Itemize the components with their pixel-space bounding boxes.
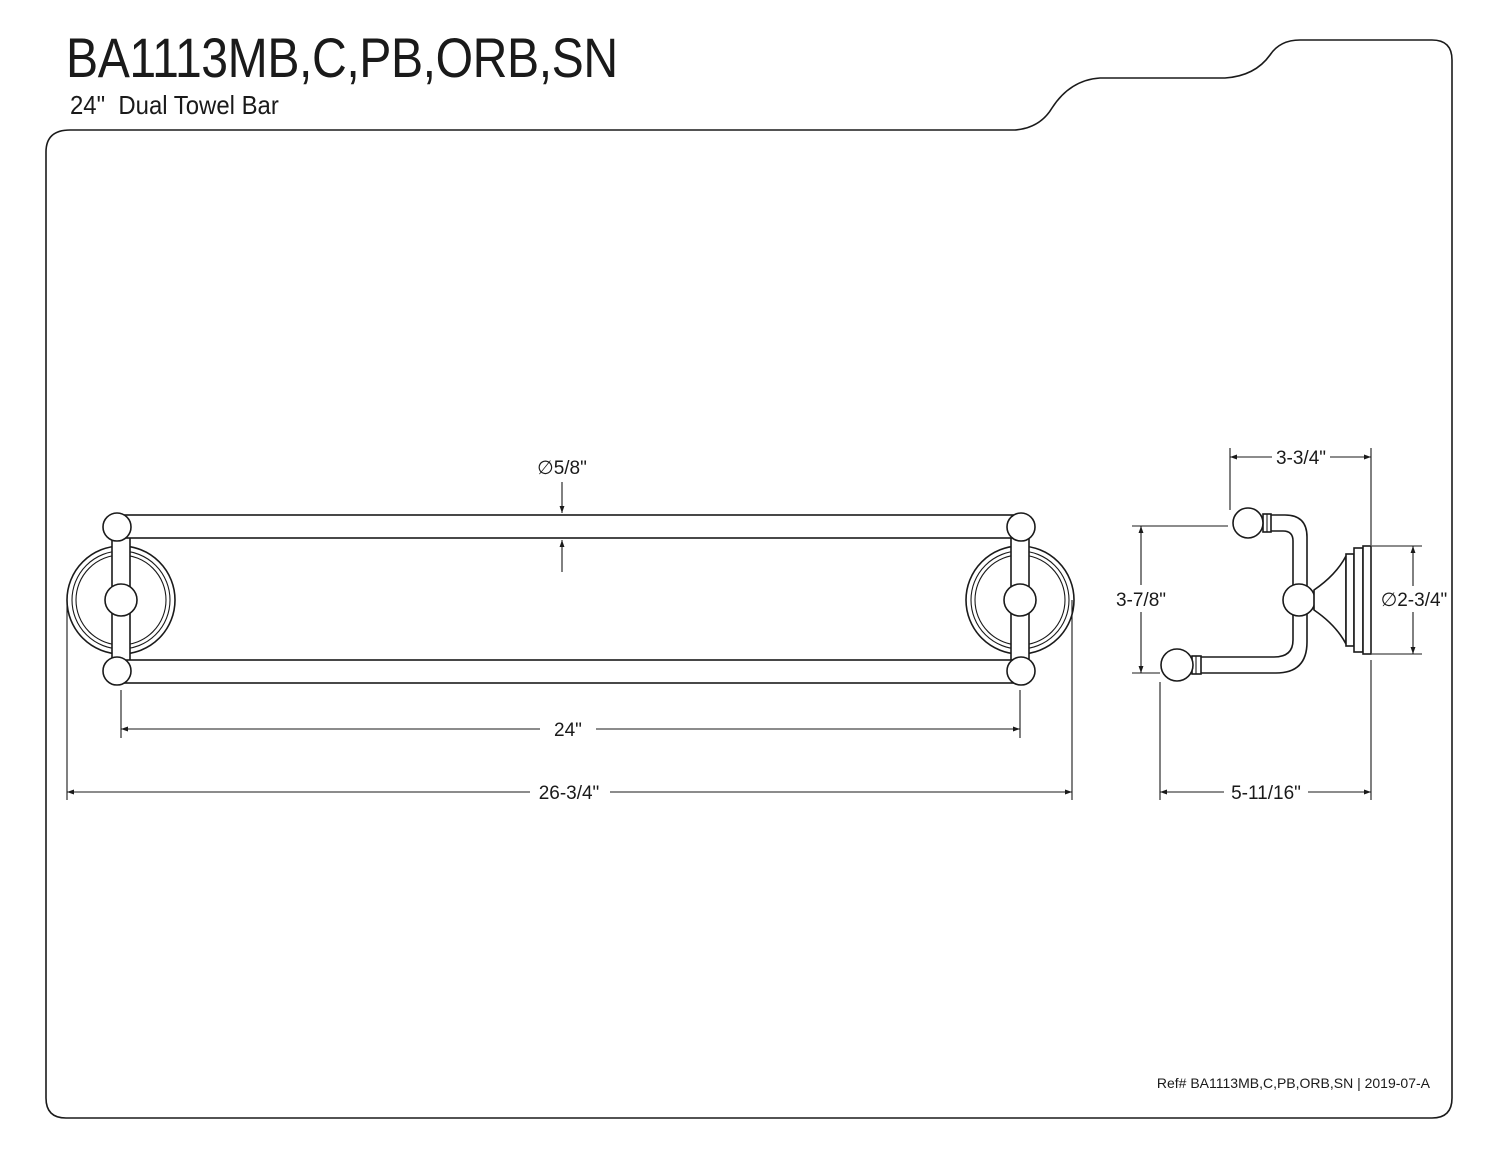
model-title: BA1113MB,C,PB,ORB,SN <box>66 26 618 89</box>
svg-text:3-7/8": 3-7/8" <box>1116 590 1166 611</box>
right-center-ball <box>1003 583 1037 617</box>
lower-ball <box>1160 648 1194 682</box>
lower-bar <box>120 659 1021 684</box>
svg-text:5-11/16": 5-11/16" <box>1231 783 1301 804</box>
finial-top-right <box>1006 512 1036 542</box>
reference-number: Ref# BA1113MB,C,PB,ORB,SN | 2019-07-A <box>1157 1075 1431 1091</box>
svg-text:26-3/4": 26-3/4" <box>539 783 600 804</box>
svg-text:∅2-3/4": ∅2-3/4" <box>1381 590 1448 611</box>
side-center-ball <box>1282 583 1316 617</box>
upper-bar <box>120 514 1021 539</box>
finial-bottom-left <box>102 656 132 686</box>
dim-bar-length: 24" <box>120 690 1021 741</box>
side-view: 3-3/4" 3-7/8" ∅2-3/4" 5-11/16" <box>1116 448 1447 804</box>
svg-text:24": 24" <box>554 720 582 741</box>
dim-overall-length: 26-3/4" <box>66 600 1073 804</box>
dim-height: 3-7/8" <box>1116 525 1228 674</box>
dim-tube-diameter: ∅5/8" <box>537 458 587 572</box>
front-view: ∅5/8" 24" 26-3/4" <box>66 458 1075 804</box>
drawing-border <box>45 39 1453 1119</box>
dim-depth-top: 3-3/4" <box>1229 448 1372 545</box>
upper-ball <box>1232 507 1264 539</box>
wall-flange-profile <box>1313 555 1347 645</box>
dim-depth-overall: 5-11/16" <box>1159 660 1372 804</box>
svg-text:∅5/8": ∅5/8" <box>537 458 587 479</box>
finial-top-left <box>102 512 132 542</box>
product-description: 24" Dual Towel Bar <box>70 90 279 120</box>
svg-text:3-3/4": 3-3/4" <box>1276 448 1326 469</box>
finial-bottom-right <box>1006 656 1036 686</box>
left-center-ball <box>104 583 138 617</box>
dim-flange-diameter: ∅2-3/4" <box>1372 545 1448 655</box>
